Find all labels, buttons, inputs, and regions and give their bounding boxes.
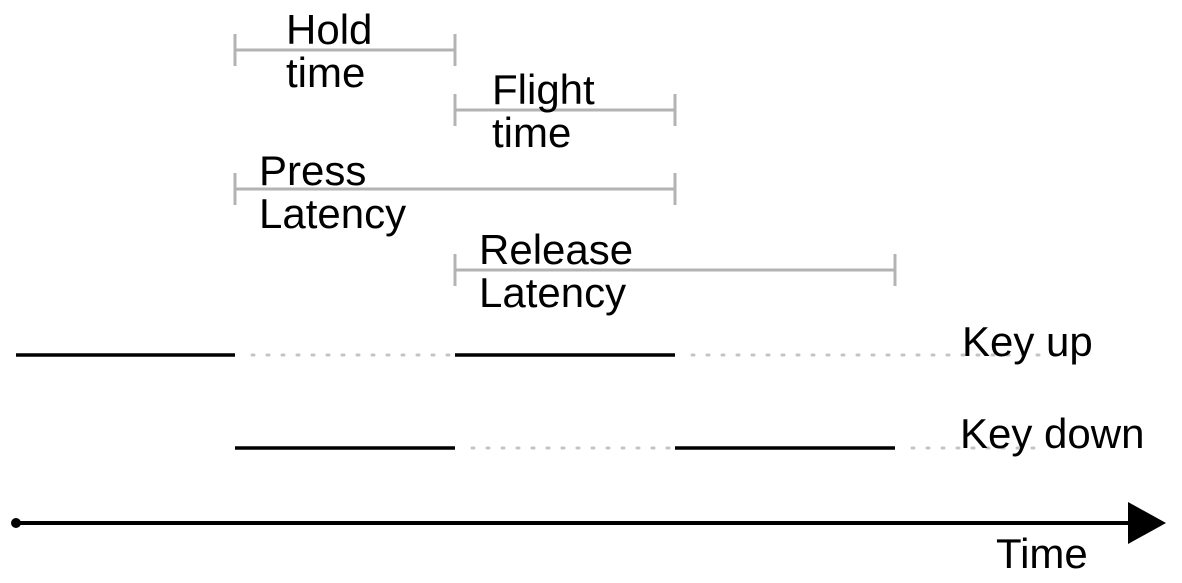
hold-time-label-line2: time (286, 49, 365, 96)
key-down-label: Key down (960, 410, 1144, 457)
press-latency-bracket (233, 173, 677, 205)
flight-time-bracket (453, 94, 677, 126)
axis-arrowhead (1128, 502, 1166, 544)
press-latency-label-line1: Press (259, 147, 366, 194)
release-latency-bracket (453, 254, 897, 286)
time-axis-label: Time (996, 530, 1088, 577)
key-up-label: Key up (962, 318, 1093, 365)
release-latency-label-line1: Release (479, 226, 633, 273)
press-latency-label-line2: Latency (259, 190, 406, 237)
flight-time-label-line2: time (492, 109, 571, 156)
release-latency-label-line2: Latency (479, 269, 626, 316)
time-axis (11, 502, 1166, 544)
hold-time-label-line1: Hold (286, 6, 372, 53)
flight-time-label-line1: Flight (492, 66, 595, 113)
hold-time-bracket (233, 34, 457, 66)
